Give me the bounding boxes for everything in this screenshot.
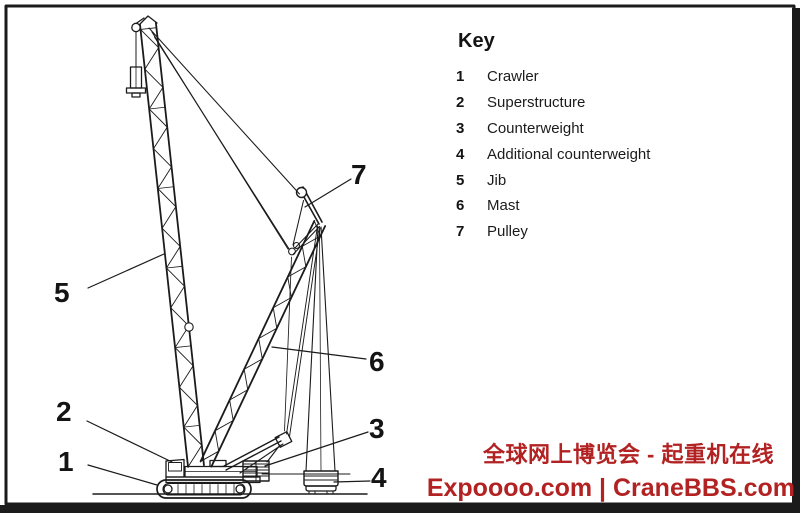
key-item-number: 1 — [456, 68, 465, 86]
key-item-label: Pulley — [487, 223, 528, 241]
key-title: Key — [458, 30, 495, 52]
crawler-tracks — [157, 480, 251, 498]
key-item-label: Additional counterweight — [487, 145, 651, 163]
callout-3: 3 — [369, 413, 385, 444]
gantry-assembly — [224, 226, 320, 473]
pulley-assembly — [297, 187, 323, 224]
key-item-jib: 5 Jib — [456, 167, 686, 193]
key-item-number: 5 — [456, 171, 465, 189]
leader-lines — [87, 179, 370, 485]
key-item-label: Counterweight — [487, 119, 584, 137]
rigging-cables — [149, 28, 320, 431]
key-item-pulley: 7 Pulley — [456, 219, 686, 245]
callout-6: 6 — [369, 346, 385, 377]
watermark-site-urls: Expoooo.com | CraneBBS.com — [426, 474, 795, 502]
key-item-counterweight: 3 Counterweight — [456, 116, 686, 142]
key-item-crawler: 1 Crawler — [456, 64, 686, 90]
callout-7: 7 — [351, 159, 367, 190]
key-item-mast: 6 Mast — [456, 193, 686, 219]
key-item-number: 6 — [456, 197, 465, 215]
callout-1: 1 — [58, 446, 74, 477]
key-item-number: 2 — [456, 94, 465, 112]
counterweight-block — [243, 461, 350, 481]
key-item-additional-counterweight: 4 Additional counterweight — [456, 141, 686, 167]
jib-lattice — [140, 23, 204, 467]
callout-4: 4 — [371, 462, 387, 493]
mast-lattice — [201, 221, 326, 467]
jib-head-sheave — [132, 16, 157, 32]
key-item-label: Superstructure — [487, 94, 586, 112]
jib-pendant-lug — [185, 323, 193, 331]
callout-2: 2 — [56, 396, 72, 427]
key-item-number: 4 — [456, 145, 465, 163]
key-item-superstructure: 2 Superstructure — [456, 90, 686, 116]
key-item-label: Crawler — [487, 68, 539, 86]
key-item-label: Mast — [487, 197, 520, 215]
frame-border — [0, 6, 800, 513]
callout-5: 5 — [54, 277, 70, 308]
superstructure — [166, 460, 260, 483]
additional-counterweight-block — [304, 227, 338, 494]
key-item-number: 3 — [456, 119, 465, 137]
key-panel: Key 1 Crawler 2 Superstructure 3 Counter… — [456, 30, 686, 245]
key-item-label: Jib — [487, 171, 507, 189]
hook-block — [127, 32, 146, 97]
key-item-number: 7 — [456, 223, 465, 241]
watermark-chinese-text: 全球网上博览会 - 起重机在线 — [482, 442, 774, 467]
